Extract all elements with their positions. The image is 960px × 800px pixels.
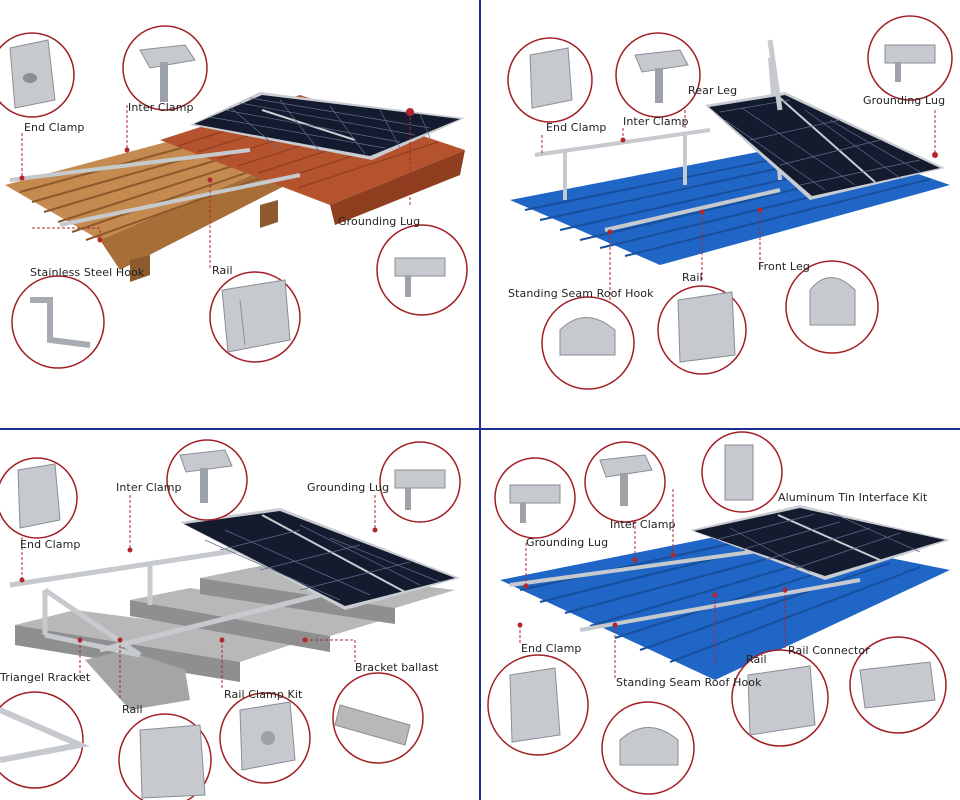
label-end-clamp: End Clamp	[20, 538, 81, 551]
aluminum-tin-interface-kit-icon	[724, 444, 754, 501]
metal-roof-flush-illustration	[487, 431, 950, 795]
label-rail: Rail	[122, 703, 143, 716]
label-standing-seam-roof-hook: Standing Seam Roof Hook	[616, 676, 762, 689]
label-standing-seam-roof-hook: Standing Seam Roof Hook	[508, 287, 654, 300]
label-inter-clamp: Inter Clamp	[610, 518, 676, 531]
panel-ballast-ground: End Clamp Inter Clamp Grounding Lug Tria…	[0, 400, 480, 800]
solar-module	[705, 92, 945, 200]
tile-roof-illustration	[0, 25, 468, 369]
label-rail-clamp-kit: Rail Clamp Kit	[224, 688, 303, 701]
standing-seam-roof-hook-icon	[559, 317, 616, 356]
rails	[509, 546, 861, 632]
label-rail: Rail	[682, 271, 703, 284]
leader-dots	[607, 137, 938, 235]
inter-clamp-icon	[634, 49, 689, 103]
panel-tile-roof: End Clamp Inter Clamp Grounding Lug Stai…	[0, 0, 480, 400]
end-clamp-icon	[17, 463, 61, 529]
label-stainless-steel-hook: Stainless Steel Hook	[30, 266, 145, 279]
label-rear-leg: Rear Leg	[688, 84, 738, 97]
vertical-divider	[479, 0, 481, 800]
leader-dots	[19, 108, 414, 243]
inter-clamp-icon	[139, 44, 196, 102]
rail-icon	[221, 279, 291, 353]
label-end-clamp: End Clamp	[24, 121, 85, 134]
label-rail-connector: Rail Connector	[788, 644, 870, 657]
panel-metal-roof-tilt: End Clamp Inter Clamp Rear Leg Grounding…	[480, 0, 960, 400]
label-end-clamp: End Clamp	[521, 642, 582, 655]
grounding-lug-icon	[509, 484, 561, 523]
label-front-leg: Front Leg	[758, 260, 810, 273]
leader-dots	[517, 552, 788, 628]
grounding-lug-icon	[884, 44, 936, 82]
label-grounding-lug: Grounding Lug	[307, 481, 390, 494]
horizontal-divider	[0, 428, 960, 430]
ballast-ground-illustration	[0, 439, 461, 800]
solar-module	[180, 508, 460, 610]
label-grounding-lug: Grounding Lug	[338, 215, 421, 228]
front-leg-icon	[809, 277, 856, 326]
leader-lines	[21, 105, 411, 270]
solar-module	[190, 92, 465, 160]
triangle-bracket-icon	[0, 707, 91, 763]
rail-icon	[747, 665, 816, 736]
grounding-lug-icon	[394, 257, 446, 297]
label-grounding-lug: Grounding Lug	[863, 94, 946, 107]
rail-icon	[677, 291, 736, 363]
metal-roof-tilt-illustration	[507, 15, 953, 390]
label-inter-clamp: Inter Clamp	[128, 101, 194, 114]
triangle-brackets	[9, 547, 321, 658]
end-clamp-icon	[509, 667, 561, 743]
rear-leg-icon	[767, 39, 783, 111]
label-end-clamp: End Clamp	[546, 121, 607, 134]
label-triangle-bracket: Triangel Rracket	[0, 671, 91, 684]
rails	[9, 148, 301, 227]
leader-lines	[519, 489, 786, 680]
label-inter-clamp: Inter Clamp	[116, 481, 182, 494]
grounding-lug-icon	[394, 469, 446, 510]
rail-icon	[139, 724, 206, 799]
inter-clamp-icon	[599, 454, 653, 506]
solar-module	[690, 505, 950, 580]
label-aluminum-tin-interface-kit: Aluminum Tin Interface Kit	[778, 491, 928, 504]
rail-connector-icon	[859, 661, 936, 709]
stainless-steel-hook-icon	[30, 297, 91, 348]
end-clamp-icon	[9, 39, 56, 109]
inter-clamp-icon	[179, 449, 233, 503]
leader-lines	[21, 495, 376, 700]
label-grounding-lug: Grounding Lug	[526, 536, 609, 549]
label-inter-clamp: Inter Clamp	[623, 115, 689, 128]
label-rail: Rail	[746, 653, 767, 666]
standing-seam-roof-hook-icon	[619, 727, 679, 766]
leader-dots	[19, 527, 378, 643]
label-bracket-ballast: Bracket ballast	[355, 661, 439, 674]
panel-metal-roof-flush: Grounding Lug Inter Clamp Aluminum Tin I…	[480, 400, 960, 800]
end-clamp-icon	[529, 47, 573, 109]
label-rail: Rail	[212, 264, 233, 277]
bracket-ballast-icon	[334, 704, 411, 746]
rail-clamp-kit-icon	[239, 701, 296, 771]
